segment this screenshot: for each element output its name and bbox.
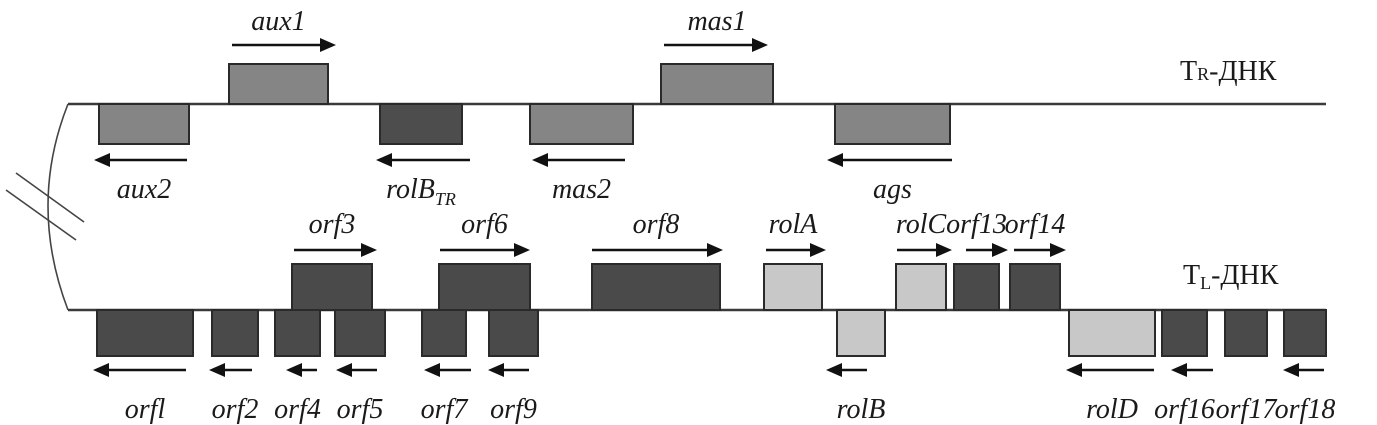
direction-arrow-icon-orf8: [592, 243, 723, 257]
gene-label-rold: rolD: [1086, 394, 1138, 425]
direction-arrow-icon-ags: [827, 153, 952, 167]
gene-label-rolb-tr: rolBTR: [386, 174, 456, 209]
direction-arrow-icon-orf14: [1014, 243, 1066, 257]
gene-box-rola: [763, 263, 823, 311]
gene-label-orf9: orf9: [490, 394, 537, 425]
gene-label-orf14: orf14: [1005, 209, 1066, 240]
tr-dna-segment: aux1 mas1 aux2 rolBTR mas2 ags: [94, 6, 952, 209]
gene-box-orf17: [1224, 309, 1268, 357]
break-mark-2: [5, 189, 77, 241]
gene-box-mas2: [529, 103, 634, 145]
direction-arrow-icon-orf9: [488, 363, 529, 377]
direction-arrow-icon-orf4: [286, 363, 317, 377]
gene-label-orf17: orf17: [1216, 394, 1278, 425]
direction-arrow-icon-orf18: [1283, 363, 1324, 377]
direction-arrow-icon-mas2: [532, 153, 625, 167]
gene-box-orf7: [421, 309, 467, 357]
direction-arrow-icon-rolb: [826, 363, 867, 377]
gene-label-orf2: orf2: [212, 394, 259, 425]
break-mark-1: [15, 172, 85, 223]
direction-arrow-icon-orfl: [93, 363, 186, 377]
gene-label-rola: rolA: [769, 209, 819, 240]
gene-box-orfl: [96, 309, 194, 357]
gene-box-orf13: [953, 263, 1000, 311]
gene-label-rolb: rolB: [837, 394, 886, 425]
gene-box-mas1: [660, 63, 774, 105]
direction-arrow-icon-orf5: [336, 363, 377, 377]
gene-box-ags: [834, 103, 951, 145]
gene-box-orf14: [1009, 263, 1061, 311]
direction-arrow-icon-orf13: [966, 243, 1008, 257]
gene-box-orf16: [1161, 309, 1208, 357]
direction-arrow-icon-orf3: [294, 243, 377, 257]
gene-box-rolc: [895, 263, 947, 311]
gene-box-orf8: [591, 263, 721, 311]
gene-box-orf2: [211, 309, 259, 357]
direction-arrow-icon-orf16: [1171, 363, 1213, 377]
direction-arrow-icon-aux2: [94, 153, 187, 167]
gene-label-orf16: orf16: [1154, 394, 1215, 425]
gene-label-ags: ags: [873, 174, 912, 205]
direction-arrow-icon-rola: [766, 243, 826, 257]
gene-label-orf4: orf4: [274, 394, 321, 425]
gene-label-orf8: orf8: [633, 209, 680, 240]
direction-arrow-icon-rolc: [897, 243, 952, 257]
gene-label-orfl: orfl: [125, 394, 166, 425]
gene-label-orf3: orf3: [309, 209, 356, 240]
gene-label-aux1: aux1: [251, 6, 305, 37]
tl-dna-label: TL-ДНК: [1183, 260, 1279, 293]
direction-arrow-icon-rolb-tr: [376, 153, 470, 167]
direction-arrow-icon-aux1: [232, 38, 336, 52]
direction-arrow-icon-orf2: [209, 363, 252, 377]
gene-label-orf5: orf5: [337, 394, 384, 425]
gene-label-mas1: mas1: [687, 6, 746, 37]
direction-arrow-icon-rold: [1066, 363, 1154, 377]
gene-box-orf4: [274, 309, 321, 357]
strand-connector: [47, 103, 69, 311]
direction-arrow-icon-orf6: [440, 243, 530, 257]
gene-box-orf3: [291, 263, 373, 311]
gene-label-orf13: orf13: [946, 209, 1007, 240]
direction-arrow-icon-mas1: [664, 38, 768, 52]
gene-box-orf5: [334, 309, 386, 357]
gene-label-orf18: orf18: [1275, 394, 1336, 425]
gene-label-rolc: rolC: [896, 209, 947, 240]
gene-box-rold: [1068, 309, 1156, 357]
gene-box-orf18: [1283, 309, 1327, 357]
gene-box-aux2: [98, 103, 190, 145]
gene-label-orf7: orf7: [421, 394, 469, 425]
gene-box-aux1: [228, 63, 329, 105]
gene-box-orf6: [438, 263, 531, 311]
gene-label-aux2: aux2: [117, 174, 171, 205]
tr-dna-label: TR-ДНК: [1180, 56, 1277, 87]
gene-box-rolb: [836, 309, 886, 357]
gene-label-orf6: orf6: [461, 209, 508, 240]
gene-box-orf9: [488, 309, 539, 357]
direction-arrow-icon-orf7: [424, 363, 471, 377]
gene-box-rolb-tr: [379, 103, 463, 145]
gene-label-mas2: mas2: [552, 174, 611, 205]
